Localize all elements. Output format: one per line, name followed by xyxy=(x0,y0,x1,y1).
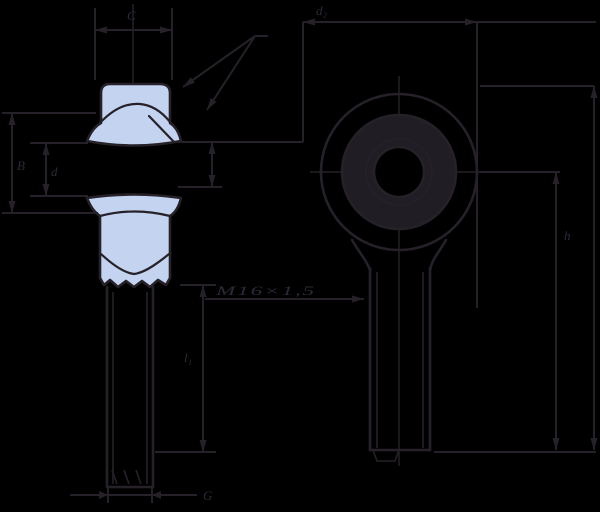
dim-label-bore: d xyxy=(51,164,58,179)
section-view xyxy=(85,4,183,489)
chamfer-circle xyxy=(365,138,433,206)
thread-designation-label: M16×1,5 xyxy=(214,283,316,298)
dim-label-center-to-end: h xyxy=(564,228,571,243)
dim-label-ball-width: B xyxy=(17,158,25,173)
dim-label-thread-diameter: G xyxy=(203,488,213,503)
ball-upper-section-line xyxy=(147,114,176,144)
dim-label-head-diameter: d₂ xyxy=(316,3,328,18)
ball-lower-wave-line xyxy=(99,252,171,276)
shank-side xyxy=(350,238,448,462)
dim-label-housing-width: C xyxy=(127,8,136,23)
dimension-annotations: C B d l₁ G d₂ h M16×1,5 xyxy=(2,3,598,503)
thread-end-chamfer-side xyxy=(372,449,400,462)
dim-label-shank-length: l₁ xyxy=(184,350,192,365)
thread-end-chamfer xyxy=(111,469,142,485)
side-view xyxy=(310,76,492,466)
bore-circle xyxy=(372,145,426,199)
shank-section xyxy=(105,285,155,489)
ball-upper-half xyxy=(85,82,183,147)
ball-lower-contour-line xyxy=(98,210,172,218)
leader-arrows xyxy=(182,35,268,111)
ball-upper-contour-line xyxy=(98,102,172,125)
